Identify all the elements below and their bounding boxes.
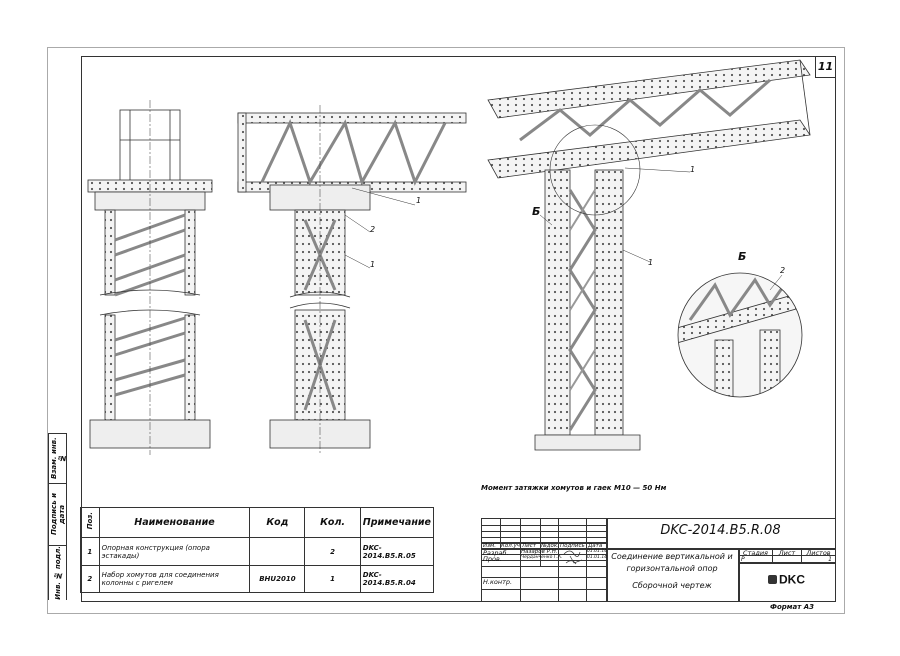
signature-date-cell: Подпись и дата [49, 483, 67, 545]
original-inv-cell: Инв. № подл. [49, 545, 67, 600]
side-view-column [237, 105, 467, 455]
callout-1-beam: 1 [690, 165, 696, 174]
drawing-title-line1: Соединение вертикальной и [611, 552, 733, 561]
isometric-view [487, 59, 811, 451]
callout-1-side: 1 [416, 196, 422, 205]
torque-note: Момент затяжки хомутов и гаек М10 — 50 Н… [481, 484, 667, 492]
front-view-column [87, 100, 213, 455]
parts-table: Поз. Наименование Код Кол. Примечание 1 … [80, 507, 435, 593]
signature [563, 550, 583, 565]
dkc-logo: DKC [738, 569, 835, 588]
table-row: 1 Опорная конструкция (опора эстакады) 2… [80, 537, 435, 566]
drawing-frame [81, 56, 836, 602]
paper-format: Формат А3 [770, 603, 814, 611]
table-header: Поз. Наименование Код Кол. Примечание [80, 507, 435, 538]
left-margin-strip: Взам. инв. № Подпись и дата Инв. № подл. [48, 433, 81, 600]
callout-1-column: 1 [370, 260, 376, 269]
detail-b-label: Б [738, 250, 747, 263]
detail-view-b [677, 272, 803, 398]
document-type: Сборочной чертеж [632, 581, 712, 590]
drawing-designation: DKC-2014.B5.R.08 [660, 523, 781, 538]
callout-2-side: 2 [370, 225, 376, 234]
callout-1-iso-column: 1 [648, 258, 654, 267]
replacement-inv-cell: Взам. инв. № [49, 433, 67, 483]
sheet-number: 11 [815, 56, 835, 78]
title-block: Изм. Кол.уч Лист №док. Подпись Дата Разр… [481, 518, 835, 601]
drawing-title-line2: горизонтальной опор [626, 564, 718, 573]
table-row: 2 Набор хомутов для соединения колонны с… [80, 565, 435, 593]
outer-frame [47, 47, 845, 614]
callout-2-detail: 2 [780, 266, 786, 275]
view-b-label: Б [532, 205, 541, 218]
